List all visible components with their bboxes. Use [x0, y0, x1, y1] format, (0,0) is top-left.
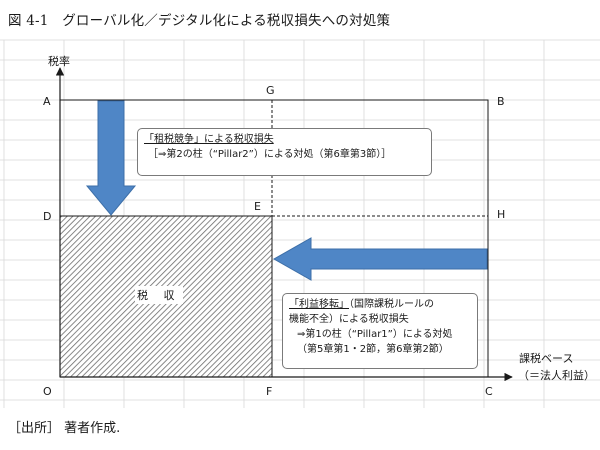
callout-profit-shifting-line1: 「利益移転」（国際課税ルールの — [289, 297, 471, 312]
point-label-e: E — [254, 200, 261, 213]
y-axis-label: 税率 — [48, 55, 70, 68]
x-axis-label-line1: 課税ベース — [519, 352, 574, 365]
callout-profit-shifting-line4: （第5章第1・2節，第6章第2節） — [297, 344, 449, 355]
profit-shifting-left-arrow — [272, 237, 488, 281]
tax-revenue-label: 税 収 — [135, 286, 183, 304]
point-label-a: A — [43, 95, 51, 108]
callout-profit-shifting-line3: ⇒第1の柱（“Pillar1”）による対処 — [297, 329, 453, 340]
source-note: ［出所］ 著者作成. — [8, 421, 121, 436]
callout-profit-shifting-title-rest: （国際課税ルールの — [349, 299, 434, 310]
point-label-f: F — [266, 385, 273, 398]
callout-tax-competition-detail: ［⇒第2の柱（“Pillar2”）による対処（第6章第3節）］ — [148, 149, 392, 160]
callout-profit-shifting: 「利益移転」（国際課税ルールの 機能不全）による税収損失 ⇒第1の柱（“Pill… — [282, 293, 478, 369]
point-label-d: D — [43, 210, 52, 223]
callout-tax-competition-title: 「租税競争」による税収損失 — [144, 134, 274, 145]
point-label-h: H — [497, 208, 506, 221]
point-label-c: C — [485, 385, 493, 398]
point-label-o: O — [43, 385, 52, 398]
point-label-g: G — [266, 84, 275, 97]
x-axis-label-line2: （＝法人利益） — [518, 369, 595, 382]
callout-tax-competition: 「租税競争」による税収損失 ［⇒第2の柱（“Pillar2”）による対処（第6章… — [137, 128, 432, 176]
callout-profit-shifting-quoted: 「利益移転」 — [289, 299, 349, 310]
x-axis-label: 課税ベース （＝法人利益） — [518, 350, 595, 384]
tax-competition-down-arrow — [85, 100, 137, 216]
point-label-b: B — [497, 95, 505, 108]
figure-title: 図 4-1 グローバル化／デジタル化による税収損失への対処策 — [8, 13, 391, 29]
callout-profit-shifting-line2: 機能不全）による税収損失 — [289, 314, 409, 325]
